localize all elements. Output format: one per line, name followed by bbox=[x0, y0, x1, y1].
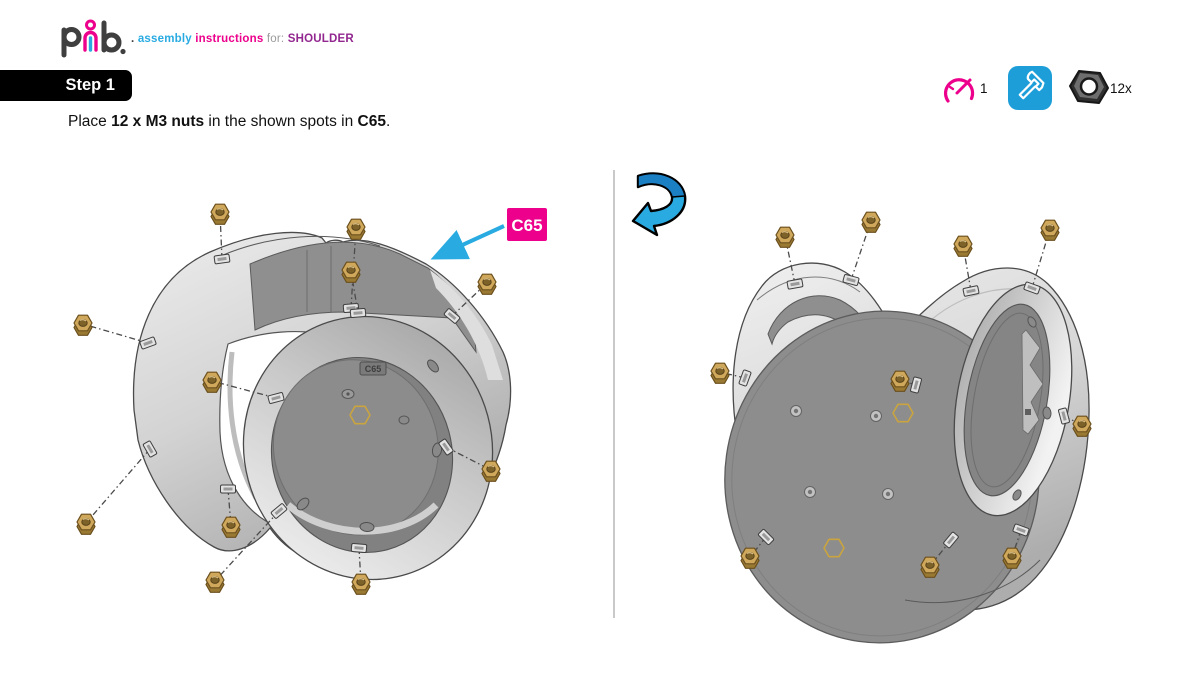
step-badge: Step 1 bbox=[0, 70, 132, 101]
m3-nut bbox=[351, 573, 371, 595]
m3-nut bbox=[202, 371, 222, 393]
tagline-dot: . bbox=[131, 33, 135, 45]
right-ring-holes bbox=[1012, 316, 1052, 501]
difficulty-count: 1 bbox=[980, 81, 988, 96]
instruction-part1: Place bbox=[68, 113, 112, 130]
m3-nut bbox=[890, 370, 910, 392]
nut-slot bbox=[350, 542, 368, 554]
m3-nut bbox=[341, 261, 361, 283]
tagline-for: for: bbox=[266, 33, 285, 45]
interior-hole-2 bbox=[398, 415, 410, 425]
tagline-instructions: instructions bbox=[195, 33, 264, 45]
logo-i-arch bbox=[83, 30, 98, 52]
interior-edge-lines bbox=[306, 246, 332, 312]
logo-period bbox=[120, 48, 126, 55]
m3-nut bbox=[1002, 547, 1022, 569]
nut-leader-line bbox=[962, 244, 972, 292]
m3-nut bbox=[740, 547, 760, 569]
m3-nut bbox=[221, 516, 241, 538]
m3-nut bbox=[477, 273, 497, 295]
m3-nut bbox=[210, 203, 230, 225]
nut-count: 12x bbox=[1110, 81, 1132, 96]
right-ring-zigzag bbox=[1021, 329, 1044, 435]
instruction-part2: in the shown spots in bbox=[204, 113, 358, 130]
c65-callout-box bbox=[507, 208, 547, 241]
disc-pin-hole-center bbox=[885, 491, 891, 497]
tagline-assembly: assembly bbox=[137, 33, 192, 45]
m3-nut bbox=[346, 218, 366, 240]
tagline: . assembly instructions for: SHOULDER bbox=[131, 33, 354, 45]
right-ring-square-hole bbox=[1025, 409, 1031, 415]
nut-spot-hex-mark bbox=[823, 538, 845, 558]
m3-nut bbox=[76, 513, 96, 535]
disc-pin-holes bbox=[790, 405, 894, 500]
instruction-part3: . bbox=[385, 113, 391, 130]
embossed-part-label: C65 bbox=[365, 364, 382, 374]
difficulty-gauge-icon bbox=[943, 78, 975, 103]
disc-pin-hole-center bbox=[807, 489, 813, 495]
nut-slot bbox=[349, 307, 367, 319]
top-rim-line bbox=[215, 235, 381, 259]
nut-slot bbox=[220, 484, 236, 494]
left-view-nuts bbox=[73, 203, 501, 595]
right-view bbox=[710, 211, 1092, 644]
m3-nut bbox=[205, 571, 225, 593]
panel-divider bbox=[613, 170, 615, 618]
nut-icon bbox=[1069, 70, 1109, 104]
right-view-nuts bbox=[710, 211, 1092, 578]
hammer-tool-badge bbox=[1008, 66, 1052, 110]
nut-spot-hex-mark bbox=[349, 405, 371, 425]
nut-leader-line bbox=[1031, 228, 1051, 289]
nut-leader-line bbox=[211, 380, 277, 399]
interior-hole-center bbox=[346, 392, 350, 396]
tagline-product: SHOULDER bbox=[287, 33, 354, 45]
nut-leader-line bbox=[850, 220, 872, 281]
disc-pin-hole-center bbox=[873, 413, 879, 419]
ring-face-holes bbox=[296, 359, 443, 533]
c65-callout-arrow bbox=[430, 224, 505, 260]
m3-nut bbox=[481, 460, 501, 482]
nut-spot-hex-mark bbox=[892, 403, 914, 423]
nut-leader-line bbox=[85, 448, 151, 524]
embossed-plate bbox=[359, 361, 387, 376]
m3-nut bbox=[775, 226, 795, 248]
nut-leader-line bbox=[219, 212, 223, 260]
nut-slot bbox=[213, 253, 231, 265]
nut-leader-line bbox=[214, 510, 280, 582]
m3-nut bbox=[861, 211, 881, 233]
disc-pin-hole-center bbox=[793, 408, 799, 414]
m3-nut bbox=[953, 235, 973, 257]
instruction-quantity: 12 x M3 nuts bbox=[111, 113, 205, 130]
m3-nut bbox=[920, 556, 940, 578]
rotate-arrow-icon bbox=[631, 172, 687, 237]
m3-nut bbox=[73, 314, 93, 336]
bottom-rim-line bbox=[904, 559, 1041, 604]
m3-nut bbox=[710, 362, 730, 384]
logo-i-dot bbox=[85, 19, 96, 31]
hammer-icon bbox=[1018, 70, 1045, 100]
ear-line bbox=[756, 276, 861, 301]
instruction-part-ref: C65 bbox=[357, 113, 386, 130]
bridge-highlight bbox=[430, 270, 503, 380]
m3-nut bbox=[1072, 415, 1092, 437]
instruction-text: Place 12 x M3 nuts in the shown spots in… bbox=[68, 113, 390, 131]
nut-leader-line bbox=[82, 323, 149, 344]
brand-logo bbox=[61, 19, 126, 58]
left-view: C65 C65 bbox=[73, 203, 547, 595]
figure-canvas: C65 C65 bbox=[73, 172, 1092, 644]
m3-nut bbox=[1040, 219, 1060, 241]
c65-callout-label: C65 bbox=[511, 216, 542, 235]
step-badge-label: Step 1 bbox=[65, 76, 115, 94]
right-ring-inner-line bbox=[970, 312, 1044, 488]
